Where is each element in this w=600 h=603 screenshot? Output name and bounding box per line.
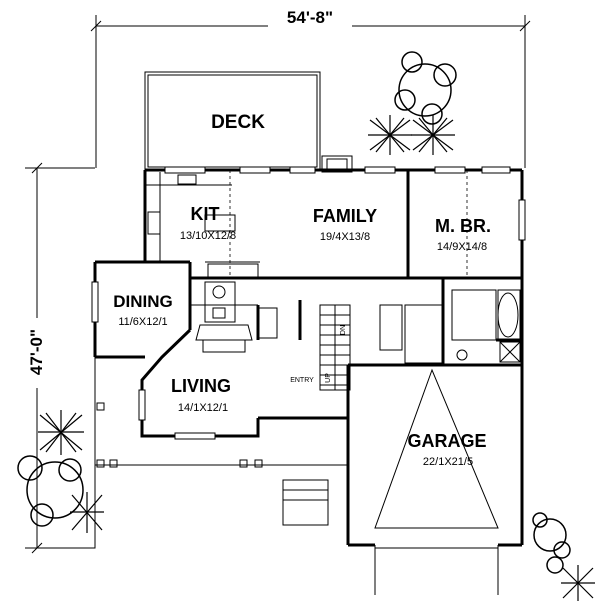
- master-bedroom-size: 14/9X14/8: [437, 241, 487, 253]
- shrub-2: [411, 115, 455, 155]
- stair-up-label: UP: [325, 373, 332, 383]
- master-bedroom-label: M. BR.: [435, 216, 491, 236]
- deck: DECK: [144, 71, 321, 171]
- deck-label: DECK: [211, 112, 265, 133]
- kitchen-counters: [145, 172, 260, 279]
- interior-walls: [190, 170, 522, 391]
- kitchen-label: KIT: [191, 204, 220, 224]
- living-size: 14/1X12/1: [178, 402, 228, 414]
- family-size: 19/4X13/8: [320, 231, 370, 243]
- dining-label: DINING: [113, 292, 173, 311]
- entry-label: ENTRY: [290, 377, 314, 384]
- shrub-1: [368, 115, 412, 155]
- family-label: FAMILY: [313, 206, 377, 226]
- dining-size: 11/6X12/1: [118, 316, 167, 328]
- shrub-left: [38, 410, 84, 455]
- garage-size: 22/1X21/5: [423, 456, 473, 468]
- garage-label: GARAGE: [407, 431, 486, 451]
- tree-bottom-left: [17, 455, 84, 527]
- kitchen-size: 13/10X12/8: [180, 230, 236, 242]
- width-dimension: 54'-8": [90, 8, 531, 38]
- depth-dimension-label: 47'-0": [27, 329, 46, 375]
- windows: [91, 166, 526, 440]
- fireplace: [321, 155, 353, 173]
- living-label: LIVING: [171, 376, 231, 396]
- stair-down-label: DN: [340, 325, 347, 335]
- tree-bottom-right: [532, 512, 571, 574]
- depth-dimension: 47'-0": [25, 162, 48, 554]
- tree-top-right: [394, 51, 457, 125]
- shrub-bottom-left: [70, 492, 104, 533]
- garage: [374, 368, 499, 595]
- shrub-bottom-right: [561, 565, 595, 601]
- width-dimension-label: 54'-8": [287, 8, 333, 27]
